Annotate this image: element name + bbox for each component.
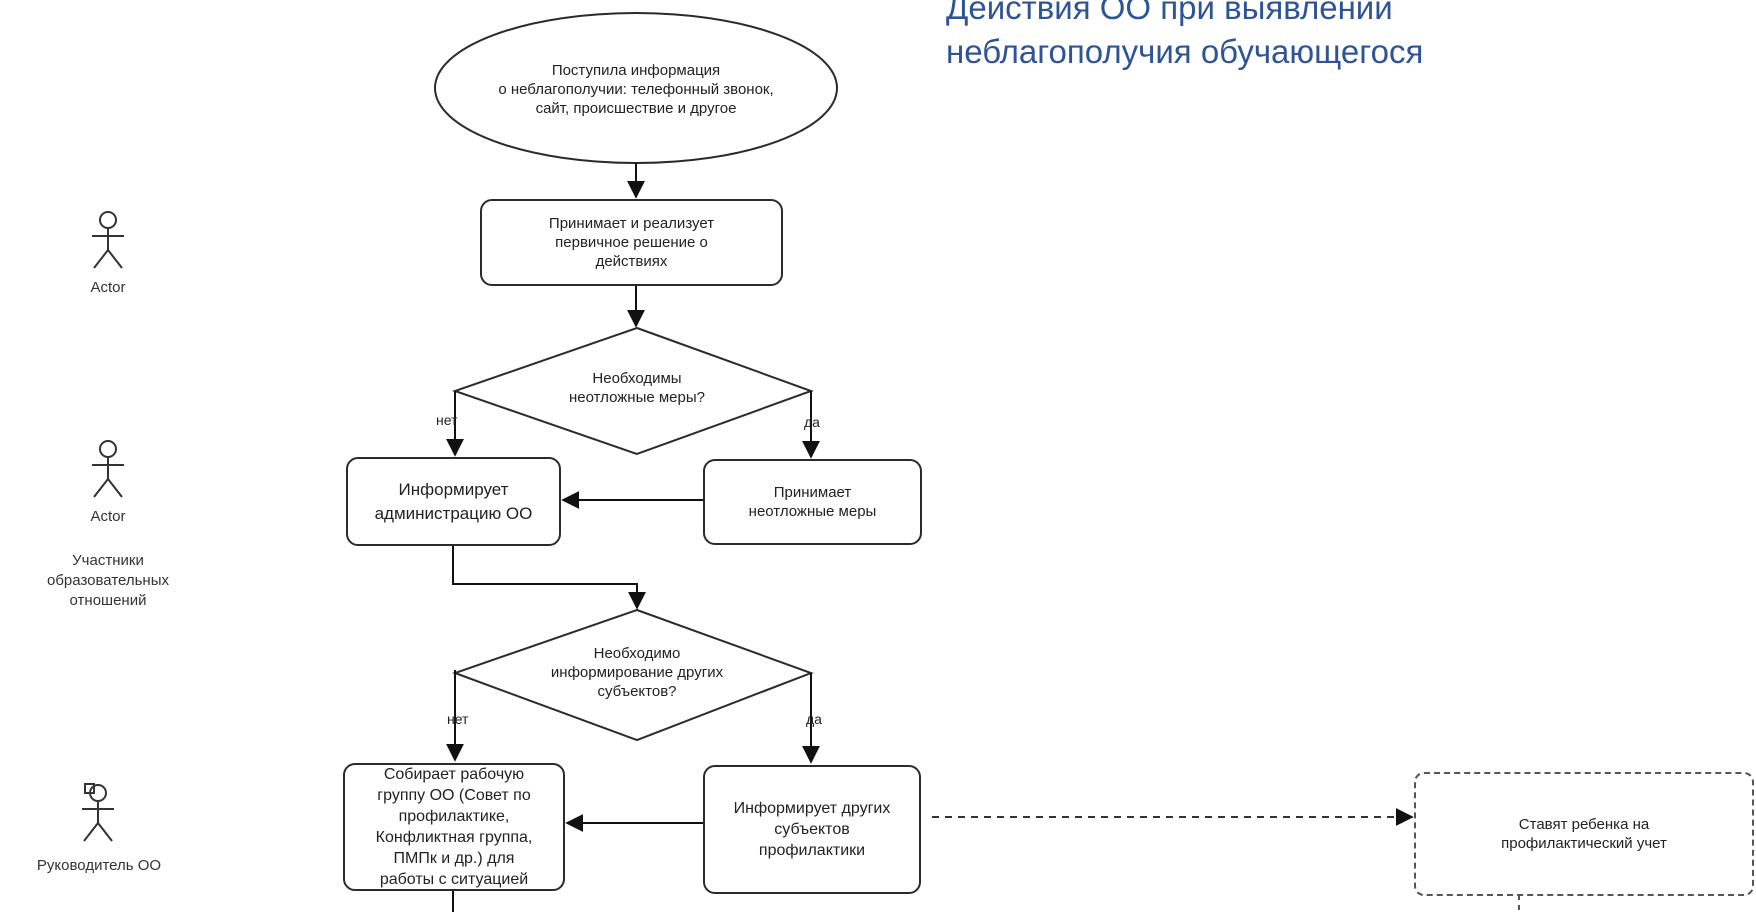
register-line-1: Ставят ребенка на [1518, 816, 1650, 833]
slide-title: Действия ОО при выявлении неблагополучия… [946, 0, 1646, 74]
primary-line-2: первичное решение о [555, 234, 708, 251]
inform-admin-box: Информирует администрацию ОО [346, 457, 561, 546]
working-group-line-3: профилактике, [398, 808, 510, 825]
actor-figure-2 [92, 440, 124, 498]
primary-line-1: Принимает и реализует [548, 215, 715, 232]
start-line-2: о неблагополучии: телефонный звонок, [498, 80, 774, 98]
inform-subjects-box: Информирует других субъектов профилактик… [703, 765, 921, 894]
inform-others-question-diamond [452, 608, 814, 742]
working-group-line-4: Конфликтная группа, [375, 829, 533, 846]
inform-subjects-line-3: профилактики [758, 842, 866, 859]
working-group-box: Собирает рабочую группу ОО (Совет по про… [343, 763, 565, 891]
participants-line-2: образовательных [47, 572, 169, 589]
urgent-q-line-2: неотложные меры? [568, 389, 705, 406]
primary-decision-box: Принимает и реализует первичное решение … [480, 199, 783, 286]
start-text: Поступила информация о неблагополучии: т… [440, 40, 832, 138]
urgent-q-line-1: Необходимы [592, 370, 682, 387]
edge-label-yes-2: да [806, 711, 822, 727]
working-group-line-1: Собирает рабочую [383, 766, 525, 783]
actor-label-1: Actor [90, 279, 126, 296]
edge-label-yes-1: да [804, 414, 820, 430]
working-group-line-5: ПМПк и др.) для [393, 850, 515, 867]
working-group-line-2: группу ОО (Совет по [377, 787, 531, 804]
urgent-question-text: Необходимы неотложные меры? [530, 358, 744, 418]
inform-admin-line-2: администрацию ОО [374, 503, 533, 523]
urgent-question-diamond [451, 326, 814, 456]
participants-line-3: отношений [69, 592, 147, 609]
edge-label-no-2: нет [447, 711, 469, 727]
inform-admin-line-1: Информирует [398, 479, 509, 499]
register-child-box: Ставят ребенка на профилактический учет [1414, 772, 1754, 896]
inform-subjects-line-1: Информирует других [733, 800, 891, 817]
inform-q-line-3: субъектов? [597, 682, 677, 700]
start-line-3: сайт, происшествие и другое [535, 99, 737, 117]
participants-line-1: Участники [72, 552, 144, 569]
edge-label-no-1: нет [436, 412, 458, 428]
inform-q-line-1: Необходимо [593, 644, 681, 662]
participants-label: Участники образовательных отношений [18, 551, 198, 611]
inform-others-question-text: Необходимо информирование других субъект… [500, 636, 774, 708]
title-line-1: Действия ОО при выявлении [946, 0, 1393, 26]
actor-label-head: Руководитель ОО [36, 857, 162, 874]
title-line-2: неблагополучия обучающегося [946, 33, 1424, 70]
register-line-2: профилактический учет [1501, 835, 1667, 852]
working-group-line-6: работы с ситуацией [379, 871, 529, 888]
take-urgent-box: Принимает неотложные меры [703, 459, 922, 545]
take-urgent-line-1: Принимает [773, 484, 852, 501]
actor-label-2: Actor [90, 508, 126, 525]
edge-admin-to-question2 [452, 545, 646, 610]
actor-figure-3 [82, 783, 114, 842]
take-urgent-line-2: неотложные меры [748, 503, 877, 520]
start-line-1: Поступила информация [551, 61, 721, 79]
inform-subjects-line-2: субъектов [774, 821, 850, 838]
actor-figure-1 [92, 211, 124, 269]
inform-q-line-2: информирование других [550, 663, 724, 681]
primary-line-3: действиях [595, 253, 668, 270]
